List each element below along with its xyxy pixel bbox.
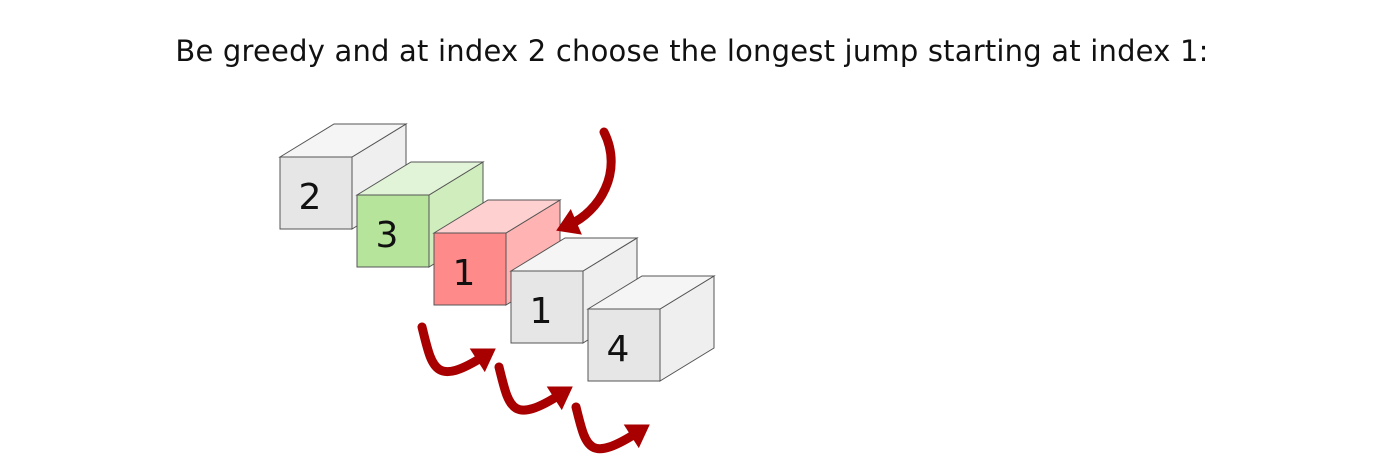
- cube-front-face: [356, 194, 430, 268]
- arrowhead-icon: [623, 424, 650, 449]
- cube-value-label: 1: [530, 291, 553, 332]
- cube-front-face: [587, 308, 661, 382]
- array-cube-4: 4: [586, 275, 716, 382]
- pointer-arrow: [556, 127, 616, 235]
- cube-value-label: 1: [453, 253, 476, 294]
- caption-text: Be greedy and at index 2 choose the long…: [175, 34, 1209, 68]
- arrowhead-icon: [556, 208, 582, 235]
- jump-arrows: [417, 322, 650, 454]
- array-cubes: 2 3 1 1 4: [278, 123, 716, 382]
- arrowhead-icon: [546, 386, 573, 411]
- arrowhead-icon: [469, 348, 496, 373]
- jump-arrow-2: [571, 402, 650, 454]
- pointer-arrow-shape: [556, 127, 616, 235]
- cube-front-face: [510, 270, 584, 344]
- cube-value-label: 3: [376, 215, 399, 256]
- jump-arrow-1: [494, 362, 573, 415]
- cube-value-label: 2: [299, 177, 322, 218]
- cube-front-face: [279, 156, 353, 230]
- jump-arrow-0: [417, 322, 496, 377]
- cube-value-label: 4: [607, 329, 630, 370]
- cube-front-face: [433, 232, 507, 306]
